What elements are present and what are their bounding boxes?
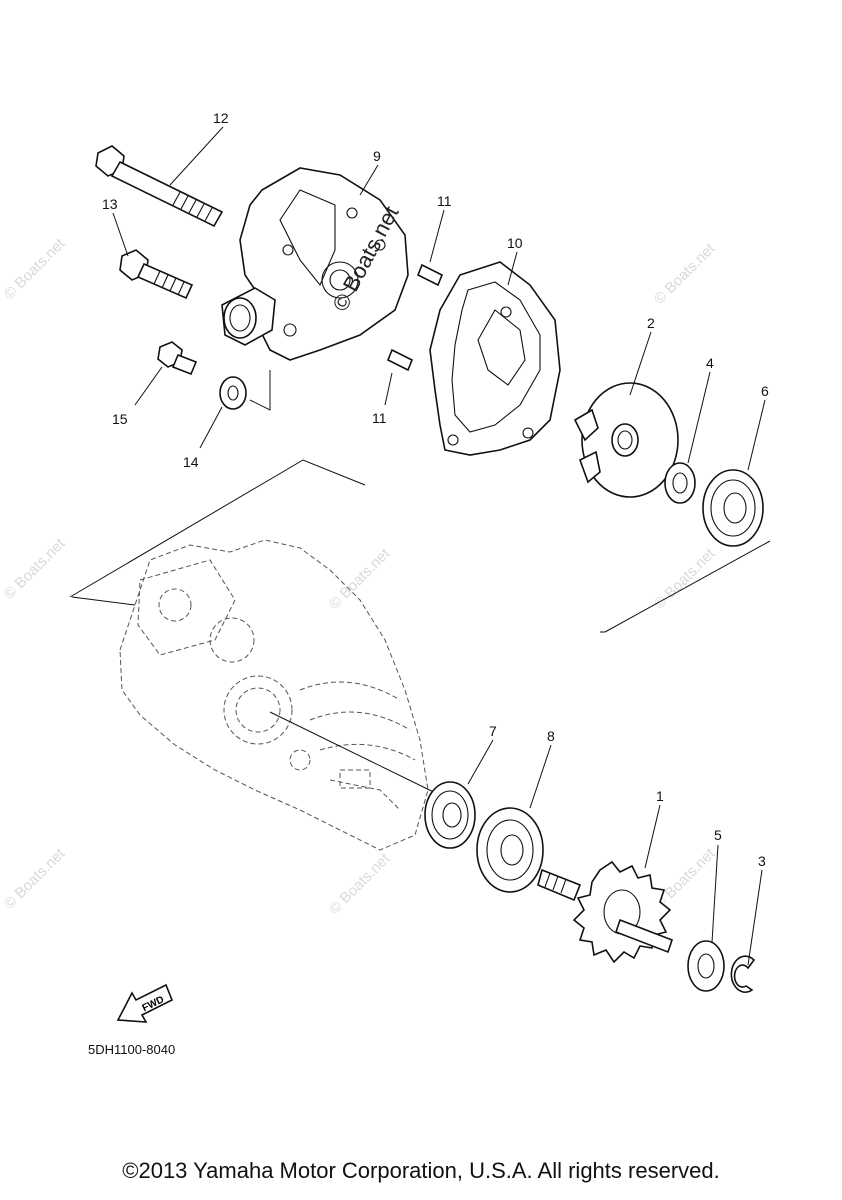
- part-1-impeller-shaft: [537, 860, 674, 964]
- part-15-bolt: [157, 341, 198, 376]
- watermark-4: © Boats.net: [326, 545, 394, 613]
- callout-10: 10: [507, 235, 523, 251]
- watermark-1: © Boats.net: [1, 235, 69, 303]
- leader-lines: [112, 126, 766, 966]
- watermarks: © Boats.net © Boats.net © Boats.net © Bo…: [1, 235, 719, 918]
- part-7-bearing: [424, 781, 476, 849]
- watermark-7: © Boats.net: [326, 850, 394, 918]
- copyright-notice: ©2013 Yamaha Motor Corporation, U.S.A. A…: [122, 1158, 720, 1183]
- watermark-2: © Boats.net: [651, 240, 719, 308]
- watermark-6: © Boats.net: [1, 845, 69, 913]
- assembly-plane: [69, 459, 771, 633]
- callout-14: 14: [183, 454, 199, 470]
- part-5-washer: [687, 940, 725, 992]
- part-13-bolt: [119, 249, 194, 300]
- part-10-gasket: [429, 261, 561, 456]
- callout-9: 9: [373, 148, 381, 164]
- part-14-washer: [219, 376, 247, 410]
- callout-3: 3: [758, 853, 766, 869]
- part-9-pump-cover: [221, 167, 409, 361]
- callout-8: 8: [547, 728, 555, 744]
- fwd-arrow-icon: FWD: [116, 983, 174, 1023]
- callouts: 12 9 13 11 10 2 4 6 15 11 14 7 8 1 5 3: [102, 110, 769, 869]
- callout-11-top: 11: [437, 193, 452, 209]
- watermark-3: © Boats.net: [1, 535, 69, 603]
- callout-11-bottom: 11: [372, 410, 387, 426]
- callout-6: 6: [761, 383, 769, 399]
- part-11-dowel-pins: [386, 263, 444, 372]
- part-3-circlip: [730, 955, 756, 993]
- part-12-long-bolt: [95, 145, 224, 228]
- callout-5: 5: [714, 827, 722, 843]
- callout-13: 13: [102, 196, 118, 212]
- callout-12: 12: [213, 110, 229, 126]
- washer-axis-line: [249, 370, 271, 411]
- callout-7: 7: [489, 723, 497, 739]
- part-6-oil-seal: [702, 469, 764, 547]
- shaft-axis-line: [269, 711, 451, 801]
- crankcase-outline: [119, 539, 429, 851]
- part-2-impeller: [573, 382, 679, 498]
- callout-1: 1: [656, 788, 664, 804]
- diagram-code: 5DH1100-8040: [88, 1042, 176, 1057]
- callout-4: 4: [706, 355, 714, 371]
- part-8-bearing: [476, 807, 544, 893]
- watermark-5: © Boats.net: [651, 545, 719, 613]
- callout-15: 15: [112, 411, 128, 427]
- callout-2: 2: [647, 315, 655, 331]
- part-4-washer: [664, 462, 696, 504]
